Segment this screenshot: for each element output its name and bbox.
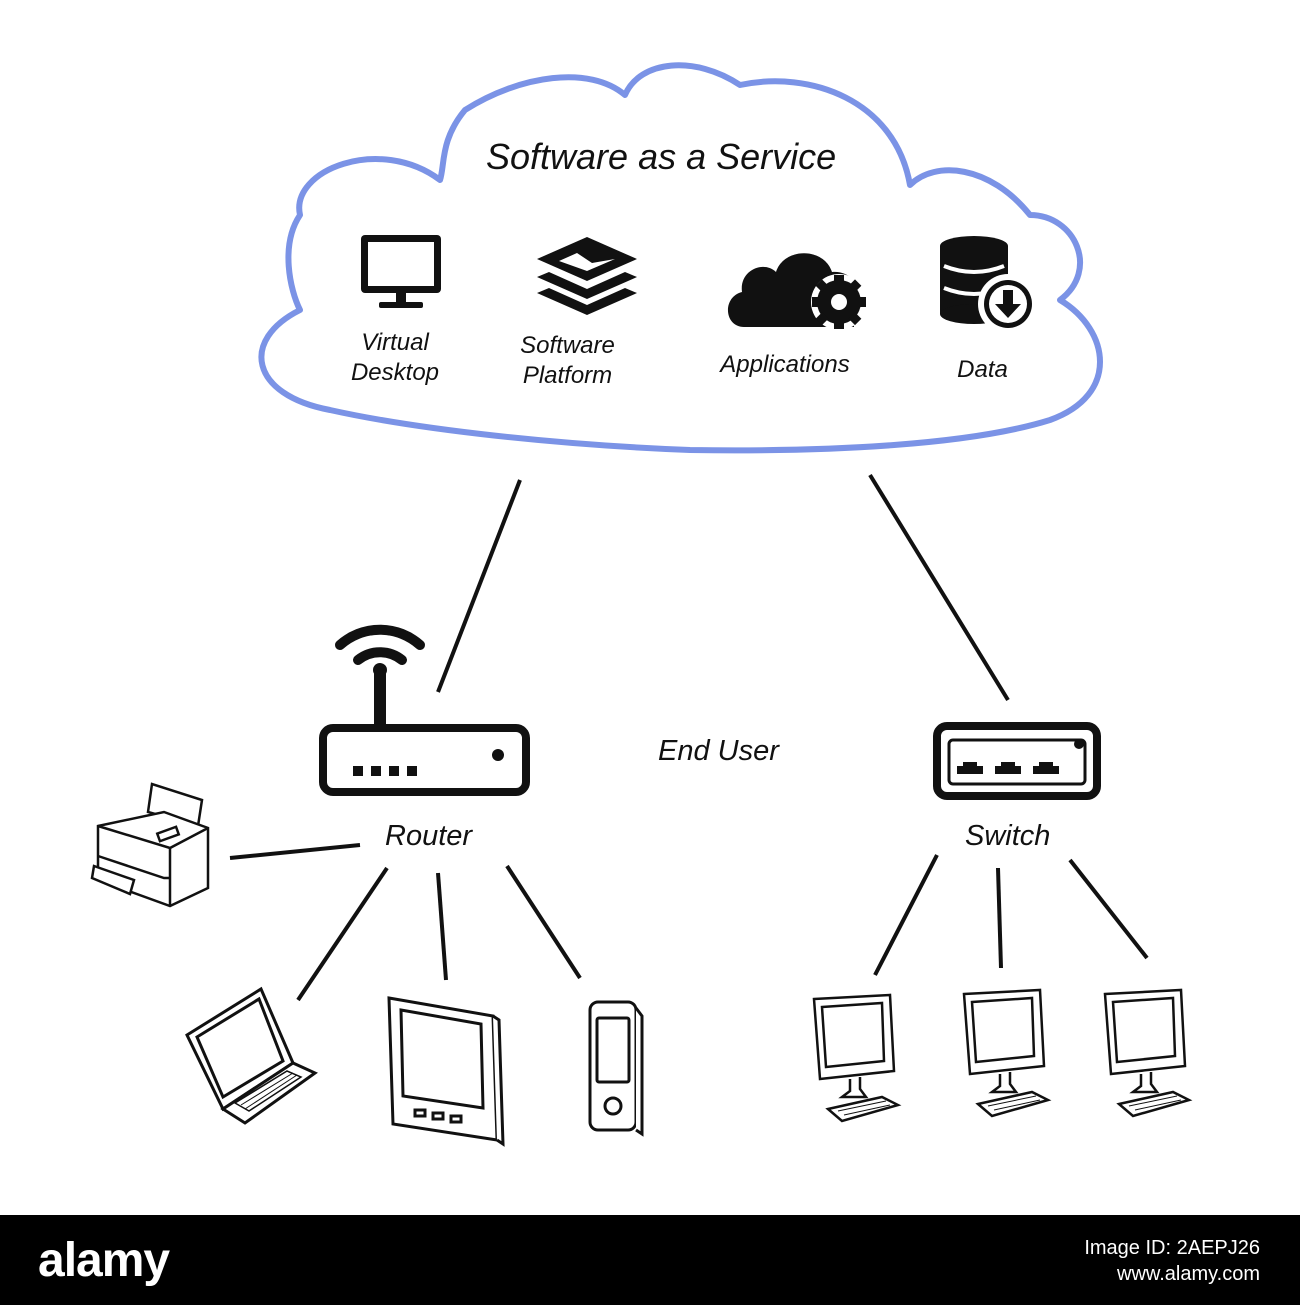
alamy-logo: alamy — [38, 1234, 170, 1287]
diagram-canvas — [90, 62, 1193, 1147]
laptop-icon — [185, 986, 318, 1125]
site-url-text: www.alamy.com — [1117, 1263, 1260, 1285]
desktop-computer-icon — [1103, 988, 1193, 1118]
service-label-applications: Applications — [700, 350, 870, 380]
service-label-line: Data — [957, 356, 1008, 383]
service-label-line: Desktop — [350, 359, 440, 386]
router-icon — [319, 624, 530, 796]
router-label: Router — [385, 820, 473, 852]
service-label-line: Applications — [720, 351, 850, 378]
image-credit: Image ID: 2AEPJ26 www.alamy.com — [1084, 1235, 1260, 1287]
layers-icon — [537, 237, 637, 315]
service-label-software-platform: Software Platform — [500, 331, 635, 391]
desktop-computer-icon — [962, 988, 1052, 1118]
saas-network-diagram: Software as a Service Virtual Desktop So… — [90, 62, 1193, 1147]
cloud-title: Software as a Service — [486, 136, 837, 177]
cloud-gear-icon — [727, 253, 867, 330]
monitor-icon — [361, 235, 441, 308]
cloud-outline — [258, 62, 1103, 454]
phone-icon — [588, 1000, 644, 1137]
connection-lines — [229, 473, 1149, 1002]
database-download-icon — [940, 236, 1038, 334]
desktop-computer-icon — [812, 993, 902, 1123]
service-label-line: Platform — [522, 362, 613, 389]
service-label-line: Software — [520, 332, 615, 359]
tablet-icon — [387, 996, 505, 1147]
image-id-text: Image ID: 2AEPJ26 — [1084, 1237, 1260, 1259]
service-label-line: Virtual — [361, 329, 429, 356]
stock-watermark-bar: alamy Image ID: 2AEPJ26 www.alamy.com — [0, 1215, 1300, 1305]
end-user-label: End User — [658, 735, 779, 767]
service-label-virtual-desktop: Virtual Desktop — [330, 328, 460, 388]
switch-icon — [933, 722, 1101, 800]
service-label-data: Data — [940, 355, 1025, 385]
switch-label: Switch — [965, 820, 1051, 852]
printer-icon — [90, 782, 210, 908]
